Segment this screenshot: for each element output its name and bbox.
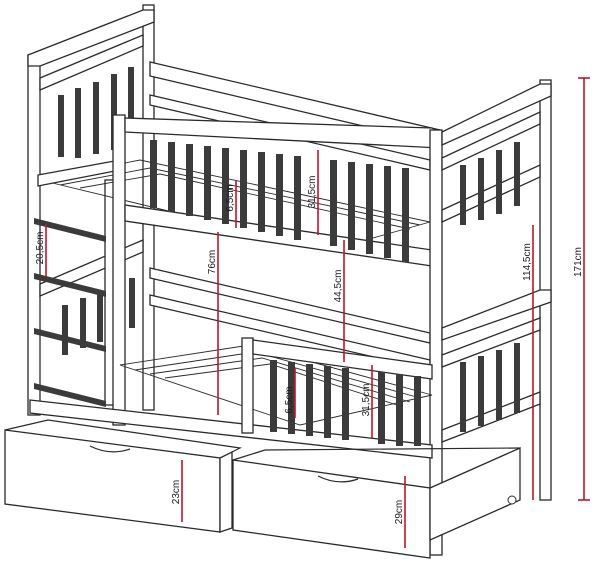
foot-slat xyxy=(478,158,484,220)
foot-lower-rail-3 xyxy=(441,391,541,443)
guard-slat xyxy=(348,162,355,250)
head-rail-2 xyxy=(39,34,144,91)
label-bed-clearance: 76cm xyxy=(207,250,218,274)
drawer-left-front xyxy=(4,429,221,533)
foot-slat-lower xyxy=(514,343,520,413)
guard-slat xyxy=(150,140,157,208)
drawer-left-handle xyxy=(89,445,131,453)
ladder-step xyxy=(34,273,106,297)
foot-slat xyxy=(460,165,466,225)
dimension-lines xyxy=(45,77,590,548)
foot-rail-3 xyxy=(441,163,541,224)
foot-slat-lower xyxy=(496,350,502,420)
label-rail-height-upper: 31,5cm xyxy=(307,176,318,209)
lower-bed xyxy=(29,337,433,459)
foot-slat xyxy=(514,142,520,206)
lower-base-rail xyxy=(29,399,433,459)
drawer-right-handle xyxy=(317,475,359,483)
guard-slat xyxy=(186,144,193,216)
mattress-line xyxy=(79,173,411,230)
foot-lower-rail-2 xyxy=(441,317,541,368)
head-slat-lower xyxy=(97,292,103,342)
drawer-left-side xyxy=(219,450,233,533)
foot-slat-lower xyxy=(478,356,484,426)
drawer-right-front xyxy=(232,459,431,559)
drawer-left-top xyxy=(4,419,242,453)
head-slat xyxy=(128,67,134,129)
lower-guard-slat xyxy=(396,374,403,446)
label-drawer-height-right: 29cm xyxy=(394,500,405,524)
guard-slat xyxy=(330,160,337,246)
head-slat xyxy=(111,74,117,150)
lower-mattress xyxy=(119,344,433,426)
guard-slat xyxy=(402,168,409,262)
label-total-height: 171cm xyxy=(573,247,584,277)
ladder-step xyxy=(34,218,106,242)
guard-slat xyxy=(240,150,247,228)
ladder-step xyxy=(34,328,106,352)
guard-slat xyxy=(366,164,373,254)
drawer-right-side xyxy=(429,446,521,542)
label-slat-gap-upper: 6,5cm xyxy=(225,184,236,211)
guard-slat xyxy=(168,142,175,212)
guard-slat xyxy=(204,146,211,220)
dimension-labels: 6,5cm 31,5cm 20,5cm 76cm 44,5cm 114,5cm … xyxy=(35,176,584,525)
head-top-rail xyxy=(27,9,155,67)
label-drawer-height-left: 23cm xyxy=(171,480,182,504)
lower-guard-slat xyxy=(342,368,349,440)
foot-slat xyxy=(496,150,502,214)
label-ladder-step: 20,5cm xyxy=(35,232,46,265)
label-rail-height-lower: 31,5cm xyxy=(361,384,372,417)
guard-slat xyxy=(276,154,283,236)
head-slat xyxy=(93,82,99,154)
label-slat-gap-lower: 6,5cm xyxy=(284,386,295,413)
guard-slat xyxy=(294,156,301,240)
head-slat xyxy=(75,88,81,158)
mattress-line xyxy=(149,357,411,403)
foot-lower-top-rail xyxy=(441,289,552,341)
lower-guard-post xyxy=(241,337,254,434)
foot-top-rail xyxy=(441,83,552,147)
head-slat-lower xyxy=(80,298,86,348)
guard-slat xyxy=(258,152,265,232)
drawers xyxy=(4,419,521,559)
lower-guard-top xyxy=(252,339,433,380)
head-slat-lower xyxy=(62,305,68,355)
head-slat xyxy=(58,95,64,157)
label-post-height: 114,5cm xyxy=(522,243,533,281)
ladder-step xyxy=(34,383,106,407)
drawer-right-top xyxy=(232,447,521,461)
lower-guard-slat xyxy=(306,364,313,436)
front-post-left xyxy=(112,114,126,426)
lower-guard-slat xyxy=(324,366,331,438)
lower-guard-slat xyxy=(288,362,295,434)
head-slat-lower xyxy=(129,278,135,328)
foot-rail-2 xyxy=(441,110,541,172)
lower-guard-slat xyxy=(414,376,421,446)
foot-slat-lower xyxy=(460,362,466,432)
guard-slat xyxy=(384,166,391,258)
lower-guard-slat xyxy=(378,372,385,444)
label-guard-clearance: 44,5cm xyxy=(333,270,344,303)
drawer-wheel xyxy=(507,495,517,505)
lower-guard-slat xyxy=(270,360,277,432)
guard-slat xyxy=(222,148,229,224)
ladder xyxy=(34,179,116,407)
